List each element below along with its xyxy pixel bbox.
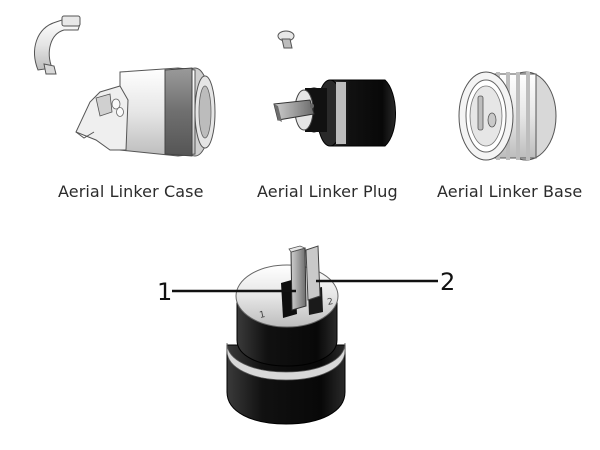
plug-detail-icon: 1 2 bbox=[226, 245, 346, 425]
case-body-icon bbox=[75, 67, 216, 157]
plug-screw-icon bbox=[277, 30, 295, 49]
case-clip-icon bbox=[34, 15, 81, 75]
base-socket-icon bbox=[469, 85, 503, 147]
aerial-linker-base-icon bbox=[458, 71, 557, 161]
callout-number-2: 2 bbox=[440, 268, 456, 296]
aerial-linker-plug-icon bbox=[273, 30, 396, 147]
blade-2-icon bbox=[305, 245, 321, 301]
pin-mark-2: 2 bbox=[327, 297, 335, 308]
callout-number-1: 1 bbox=[157, 278, 173, 306]
blade-1-icon bbox=[288, 245, 307, 311]
aerial-linker-case-icon bbox=[34, 15, 216, 157]
plug-body-icon bbox=[273, 79, 396, 147]
part-label-case: Aerial Linker Case bbox=[58, 182, 204, 201]
part-label-plug: Aerial Linker Plug bbox=[257, 182, 398, 201]
part-label-base: Aerial Linker Base bbox=[437, 182, 583, 201]
pin-mark-1: 1 bbox=[259, 310, 267, 321]
